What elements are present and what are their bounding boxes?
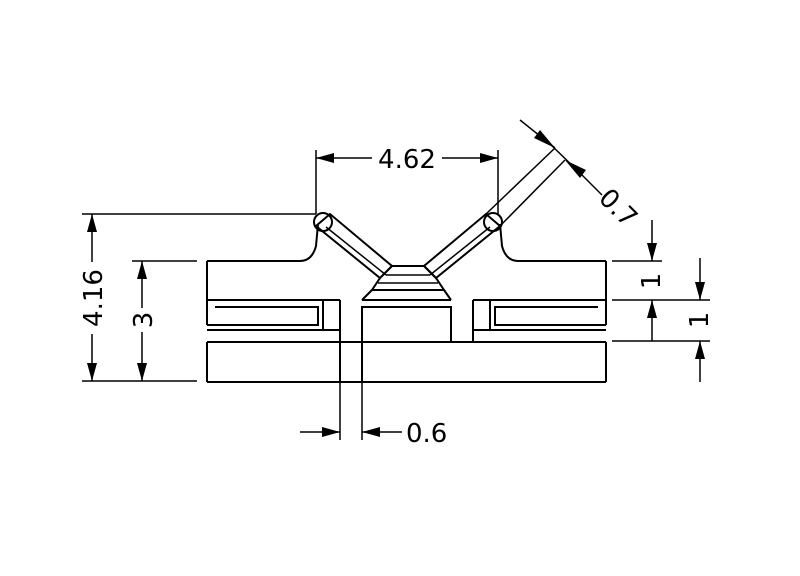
v-bottom — [370, 265, 446, 291]
dim-slot-gap: 0.6 — [300, 382, 447, 449]
center-slot — [361, 306, 452, 343]
v-left-leg — [361, 289, 373, 301]
profile-outline — [206, 223, 607, 383]
dim-overall-height-label: 4.16 — [79, 269, 109, 327]
profile-top-edge — [207, 223, 606, 262]
dim-lower-pitch: 1 — [612, 258, 715, 382]
dim-overall-height: 4.16 — [79, 213, 316, 382]
dim-body-height: 3 — [129, 260, 197, 381]
dim-angled-thickness-label: 0.7 — [592, 183, 642, 233]
right-c-channel — [494, 306, 606, 326]
dim-top-width: 4.62 — [315, 145, 499, 214]
dim-lower-pitch-label: 1 — [685, 312, 715, 329]
right-arm — [422, 212, 502, 280]
right-arm-inner — [429, 226, 491, 276]
left-arm-inner — [325, 226, 387, 276]
dim-slot-gap-label: 0.6 — [406, 419, 447, 449]
dim-angled-thickness: 0.7 — [485, 119, 643, 234]
v-groove — [313, 212, 503, 301]
right-bead — [483, 212, 503, 232]
left-arm — [314, 212, 394, 280]
left-c-channel — [207, 306, 319, 326]
dim-upper-pitch: 1 — [612, 220, 710, 341]
v-right-leg — [443, 289, 452, 301]
dim-body-height-label: 3 — [129, 312, 159, 329]
dim-top-width-label: 4.62 — [378, 145, 436, 175]
dim-upper-pitch-label: 1 — [637, 273, 667, 290]
left-bead — [313, 212, 333, 232]
